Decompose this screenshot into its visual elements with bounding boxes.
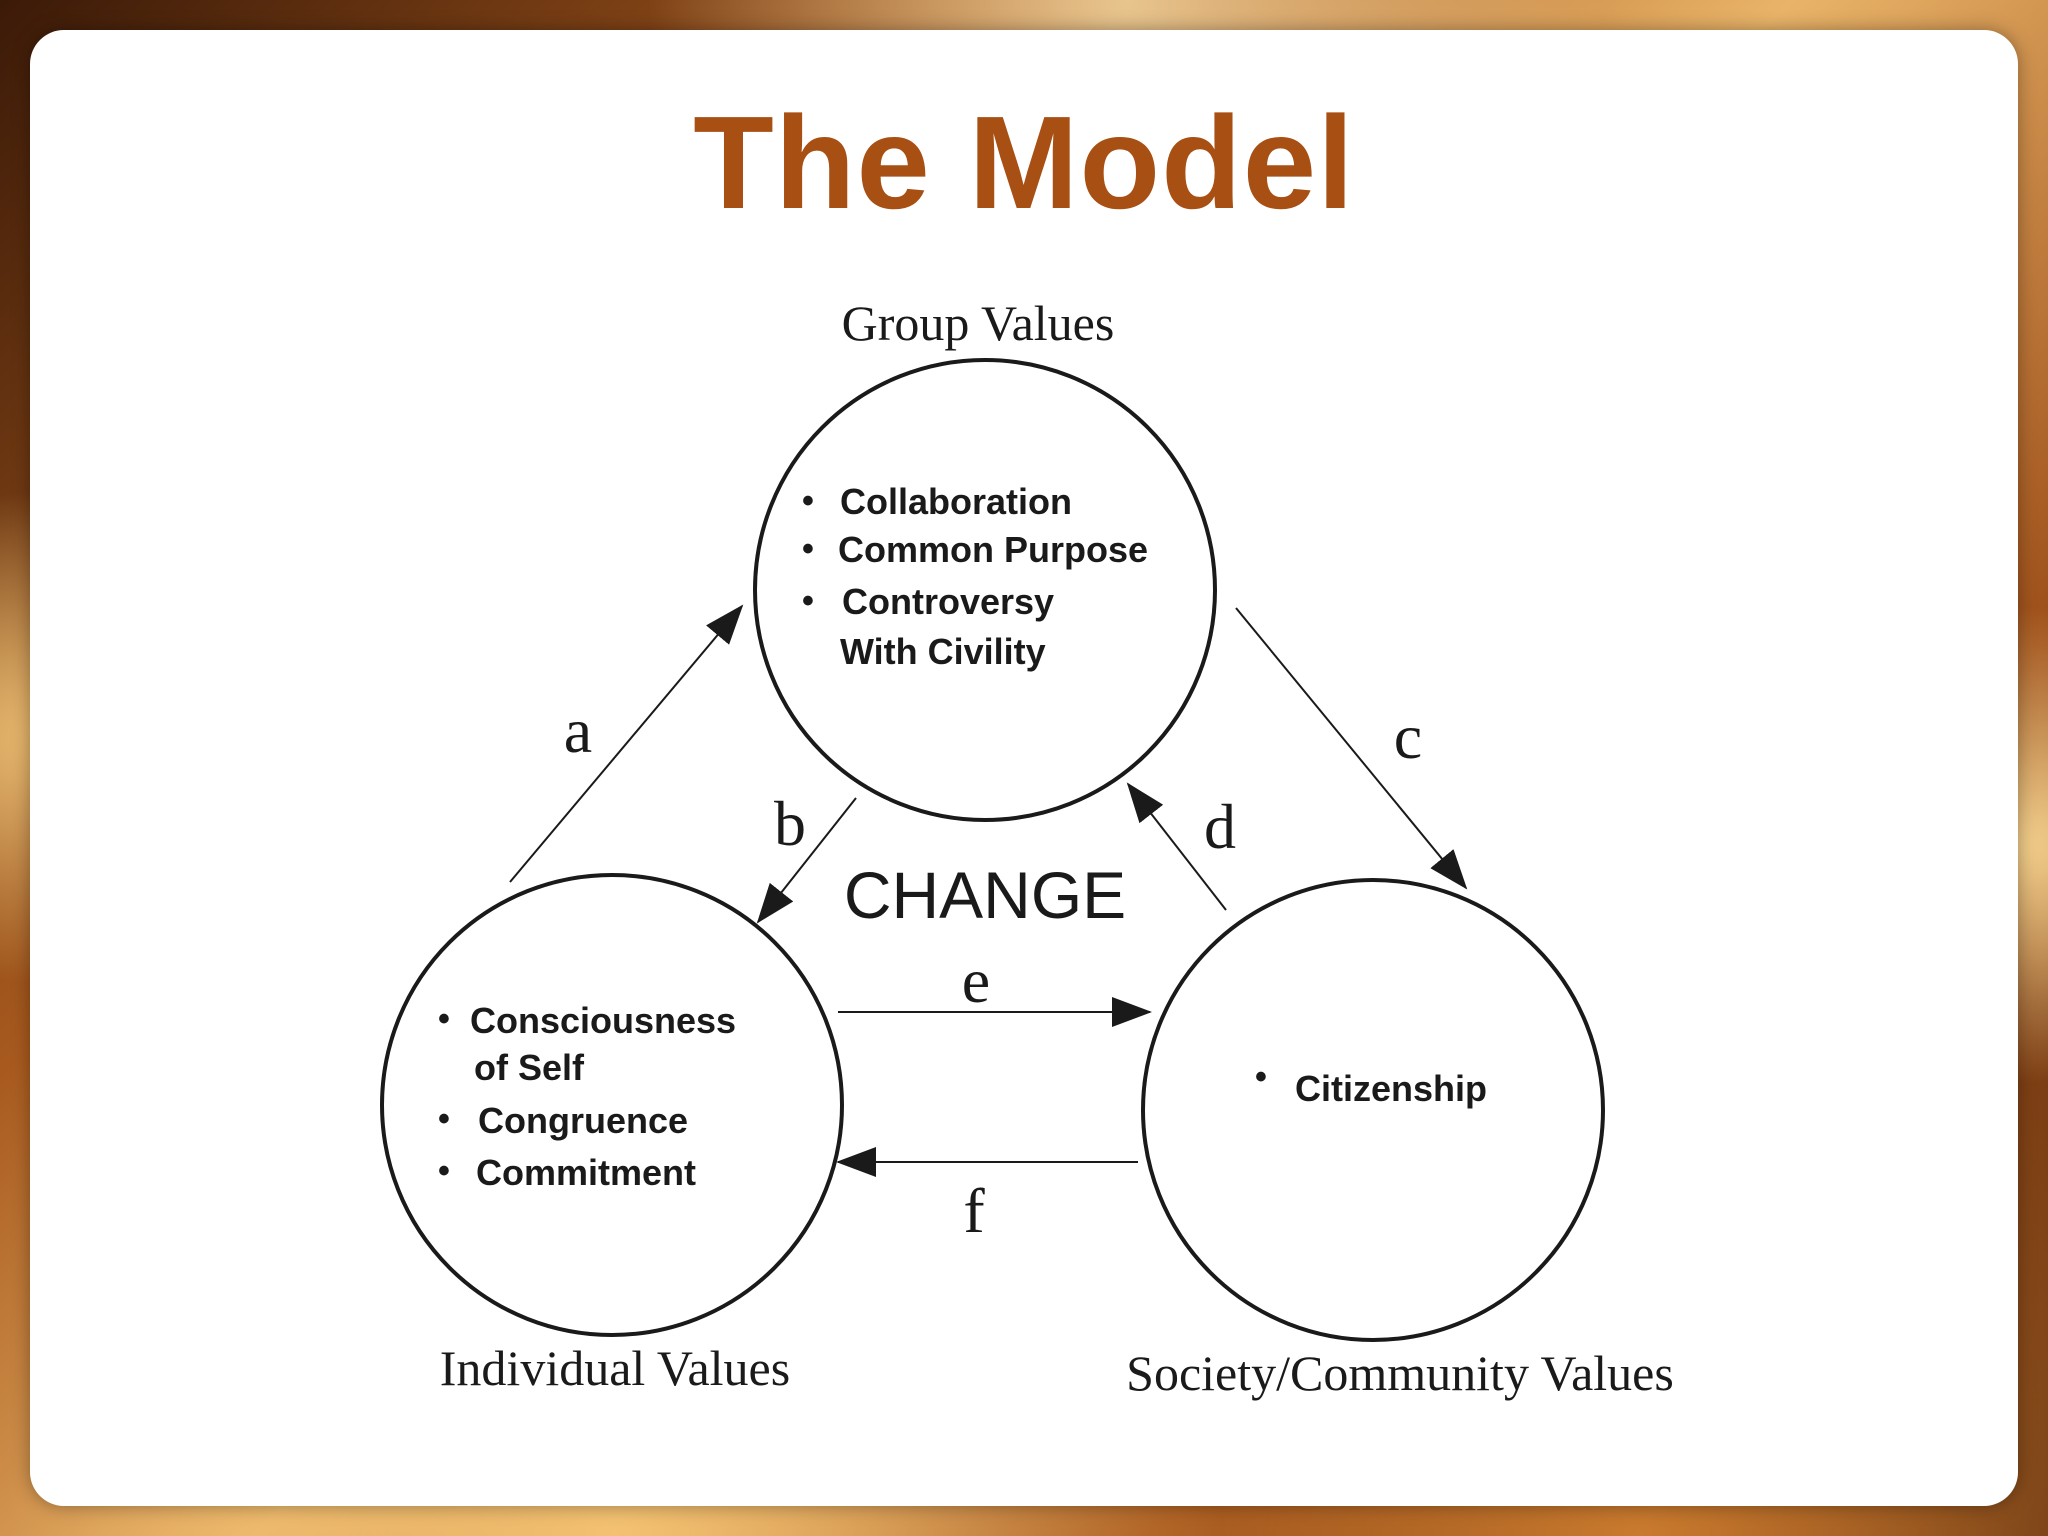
society-values-label: Society/Community Values <box>1126 1345 1674 1401</box>
society-values-circle <box>1141 878 1605 1342</box>
bullet-glyph: • <box>438 1100 450 1138</box>
group-values-label: Group Values <box>842 295 1115 351</box>
list-item: With Civility <box>840 631 1046 672</box>
list-item: Commitment <box>476 1152 696 1193</box>
individual-values-label: Individual Values <box>440 1340 790 1396</box>
slide-card <box>30 30 2018 1506</box>
individual-values-list: • Consciousness of Self • Congruence • C… <box>438 1000 736 1193</box>
list-item: Citizenship <box>1295 1068 1487 1109</box>
arrow-b <box>756 797 857 924</box>
bullet-glyph: • <box>1255 1058 1267 1096</box>
list-item: Collaboration <box>840 481 1072 522</box>
arrow-label-a: a <box>564 695 592 766</box>
list-item: Congruence <box>478 1100 688 1141</box>
arrow-c <box>1235 607 1468 890</box>
bullet-glyph: • <box>438 1152 450 1190</box>
arrow-d <box>1126 782 1227 911</box>
slide-title: The Model <box>693 89 1355 236</box>
group-values-circle <box>753 358 1217 822</box>
list-item: Common Purpose <box>838 529 1148 570</box>
group-values-list: • Collaboration • Common Purpose • Contr… <box>802 481 1148 672</box>
list-item: of Self <box>474 1047 585 1088</box>
arrow-a <box>509 604 744 883</box>
arrow-label-b: b <box>774 788 806 859</box>
society-values-list: • Citizenship <box>1255 1058 1487 1109</box>
change-label: CHANGE <box>844 858 1126 932</box>
arrow-label-d: d <box>1204 791 1236 862</box>
bullet-glyph: • <box>438 1000 450 1038</box>
arrow-label-c: c <box>1394 701 1422 772</box>
arrow-label-f: f <box>963 1175 985 1246</box>
arrow-label-e: e <box>962 945 990 1016</box>
list-item: Controversy <box>842 581 1054 622</box>
individual-values-circle <box>380 873 844 1337</box>
bullet-glyph: • <box>802 530 814 568</box>
bullet-glyph: • <box>802 582 814 620</box>
list-item: Consciousness <box>470 1000 736 1041</box>
bullet-glyph: • <box>802 482 814 520</box>
